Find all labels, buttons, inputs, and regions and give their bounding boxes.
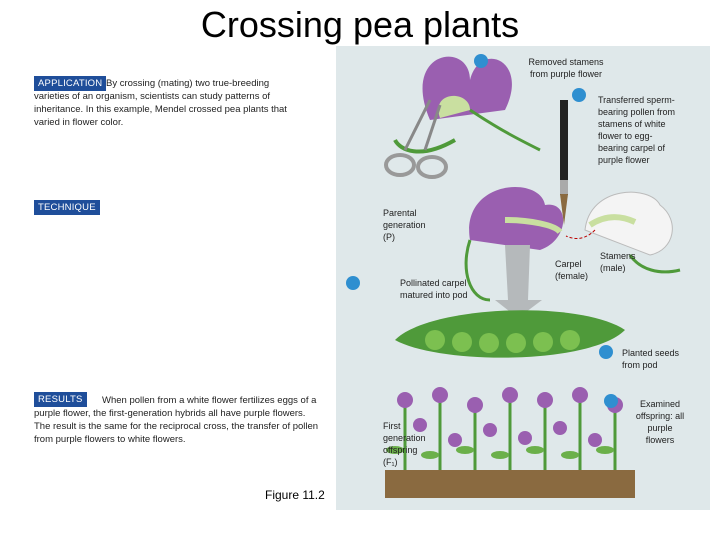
application-text: By crossing (mating) two true-breeding v…	[34, 77, 304, 129]
step-2-dot	[572, 88, 586, 102]
pea-pod	[395, 310, 625, 358]
application-badge: APPLICATION	[34, 76, 107, 91]
stamens-label: Stamens (male)	[600, 251, 636, 273]
process-arrow	[495, 245, 542, 318]
step-1-dot	[474, 54, 488, 68]
step-4-dot	[599, 345, 613, 359]
first-generation-label: First generation offspring (F₁)	[383, 421, 426, 467]
step-3-dot	[346, 276, 360, 290]
step-1-label: Removed stamens from purple flower	[528, 57, 604, 79]
scissors-icon	[384, 99, 448, 179]
carpel-label: Carpel (female)	[555, 259, 589, 281]
step-5-label: Examined offspring: all purple flowers	[635, 399, 685, 445]
offspring-plants	[385, 387, 635, 498]
purple-flower-parental	[464, 187, 564, 302]
application-text-body: By crossing (mating) two true-breeding v…	[34, 78, 287, 128]
paintbrush-icon	[560, 100, 568, 225]
page-title: Crossing pea plants	[200, 4, 520, 45]
technique-badge: TECHNIQUE	[34, 200, 100, 215]
step-2-label: Transferred sperm-bearing pollen from st…	[598, 95, 676, 165]
parental-generation-label: Parental generation (P)	[383, 208, 426, 242]
results-badge: RESULTS	[34, 392, 87, 407]
step-3-label: Pollinated carpel matured into pod	[400, 278, 468, 300]
white-flower-parental	[584, 191, 681, 274]
step-4-label: Planted seeds from pod	[622, 348, 680, 370]
purple-flower-top	[393, 56, 541, 154]
results-text: When pollen from a white flower fertiliz…	[34, 394, 322, 446]
results-text-body: When pollen from a white flower fertiliz…	[34, 395, 319, 445]
pollen-transfer-arrow	[565, 229, 596, 239]
step-5-dot	[604, 394, 618, 408]
figure-caption: Figure 11.2	[265, 488, 325, 502]
